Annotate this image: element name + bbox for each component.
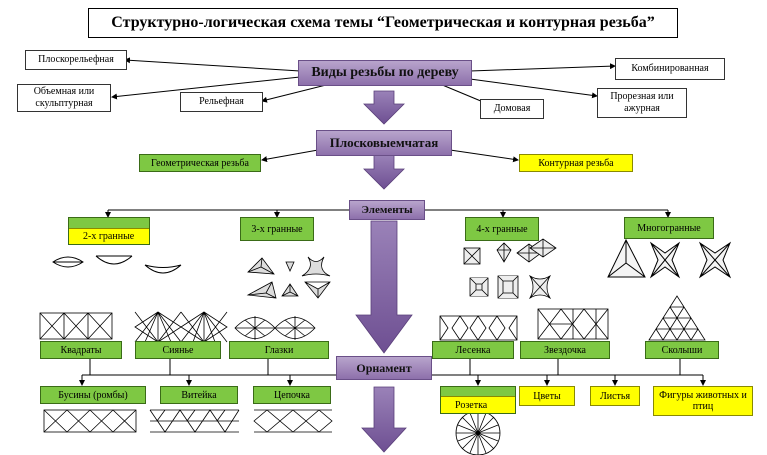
ornament-rozetka-box: Розетка	[440, 386, 516, 414]
ploskovyemchataya-box: Плосковыемчатая	[316, 130, 452, 156]
ornament-skolyshi: Сколыши	[645, 341, 719, 359]
element-many-sided-box: Многогранные	[624, 217, 714, 239]
contour-carving-box: Контурная резьба	[519, 154, 633, 172]
ornament-glazki: Глазки	[229, 341, 329, 359]
ornament-tsepochka: Цепочка	[253, 386, 331, 404]
element-2-sided-label: 2-х гранные	[69, 228, 149, 244]
type-prorezhnaya: Прорезная или ажурная	[597, 88, 687, 118]
type-domovaya: Домовая	[480, 99, 544, 119]
geometric-carving-box: Геометрическая резьба	[139, 154, 261, 172]
ornament-businy: Бусины (ромбы)	[40, 386, 146, 404]
elements-box: Элементы	[349, 200, 425, 220]
ornament-box: Орнамент	[336, 356, 432, 380]
element-2-sided-box: 2-х гранные	[68, 217, 150, 245]
down-arrow-3	[355, 220, 413, 354]
ornament-rozetka-label: Розетка	[441, 396, 515, 413]
ornament-tsvety: Цветы	[519, 386, 575, 406]
wood-carving-types-box: Виды резьбы по дереву	[298, 60, 472, 86]
type-kombinirovannaya: Комбинированная	[615, 58, 725, 80]
type-obemnaya: Объемная или скульптурная	[17, 84, 111, 112]
type-ploskorelefnaya: Плоскорельефная	[25, 50, 127, 70]
down-arrow-1	[363, 90, 405, 125]
element-4-sided-box: 4-х гранные	[465, 217, 539, 241]
wood-carving-types-label: Виды резьбы по дереву	[311, 65, 459, 80]
ornament-viteyka: Витейка	[160, 386, 238, 404]
type-relefnaya: Рельефная	[180, 92, 263, 112]
ornament-listya: Листья	[590, 386, 640, 406]
ploskovyemchataya-label: Плосковыемчатая	[329, 135, 439, 150]
down-arrow-2	[363, 154, 405, 190]
ornament-zvezdochka: Звездочка	[520, 341, 610, 359]
page-title: Структурно-логическая схема темы “Геомет…	[88, 8, 678, 38]
element-3-sided-box: 3-х гранные	[240, 217, 314, 241]
ornament-kvadraty: Квадраты	[40, 341, 122, 359]
ornament-label: Орнамент	[356, 360, 412, 375]
down-arrow-4	[361, 386, 407, 453]
elements-label: Элементы	[361, 204, 413, 216]
ornament-lesenka: Лесенка	[432, 341, 514, 359]
ornament-siyanie: Сиянье	[135, 341, 221, 359]
ornament-figury: Фигуры животных и птиц	[653, 386, 753, 416]
